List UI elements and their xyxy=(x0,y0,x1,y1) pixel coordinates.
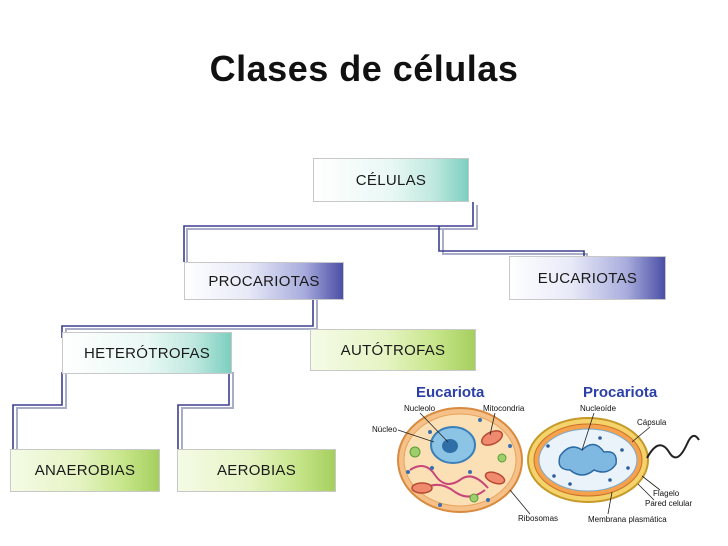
node-aerobias-label: AEROBIAS xyxy=(216,462,297,479)
node-autotrofas: AUTÓTROFAS xyxy=(310,329,476,371)
node-eucariotas-label: EUCARIOTAS xyxy=(537,269,638,287)
prokaryote-title: Procariota xyxy=(583,384,658,401)
node-procariotas: PROCARIOTAS xyxy=(184,262,344,300)
node-celulas: CÉLULAS xyxy=(313,158,469,202)
connector-root-procariotas xyxy=(183,202,474,262)
label-nucleolo: Nucleolo xyxy=(404,404,436,413)
label-nucleoide: Nucleoíde xyxy=(580,404,617,413)
node-anaerobias: ANAEROBIAS xyxy=(10,449,160,492)
node-aerobias: AEROBIAS xyxy=(177,449,336,492)
label-capsula: Cápsula xyxy=(637,418,667,427)
label-pared-celular: Pared celular xyxy=(645,499,692,508)
label-flagelo: Flagelo xyxy=(653,489,680,498)
label-nucleo: Núcleo xyxy=(372,425,397,434)
node-eucariotas: EUCARIOTAS xyxy=(509,256,666,300)
page-title: Clases de células xyxy=(209,48,519,89)
node-heterotrofas-label: HETERÓTROFAS xyxy=(83,344,211,362)
label-ribosomas: Ribosomas xyxy=(518,514,558,523)
node-procariotas-label: PROCARIOTAS xyxy=(208,272,320,290)
node-celulas-label: CÉLULAS xyxy=(355,171,427,189)
connector-heterotrofas-anaerobias xyxy=(12,372,63,452)
eukaryote-title: Eucariota xyxy=(416,384,485,401)
cell-comparison-illustration: Eucariota Procariota xyxy=(372,384,700,524)
label-membrana-plasmatica: Membrana plasmática xyxy=(588,515,667,524)
node-anaerobias-label: ANAEROBIAS xyxy=(34,462,136,479)
connector-heterotrofas-aerobias xyxy=(177,372,230,452)
node-heterotrofas: HETERÓTROFAS xyxy=(62,332,232,374)
label-mitocondria: Mitocondria xyxy=(483,404,525,413)
node-autotrofas-label: AUTÓTROFAS xyxy=(340,341,446,359)
eukaryotic-cell-drawing xyxy=(397,407,523,513)
